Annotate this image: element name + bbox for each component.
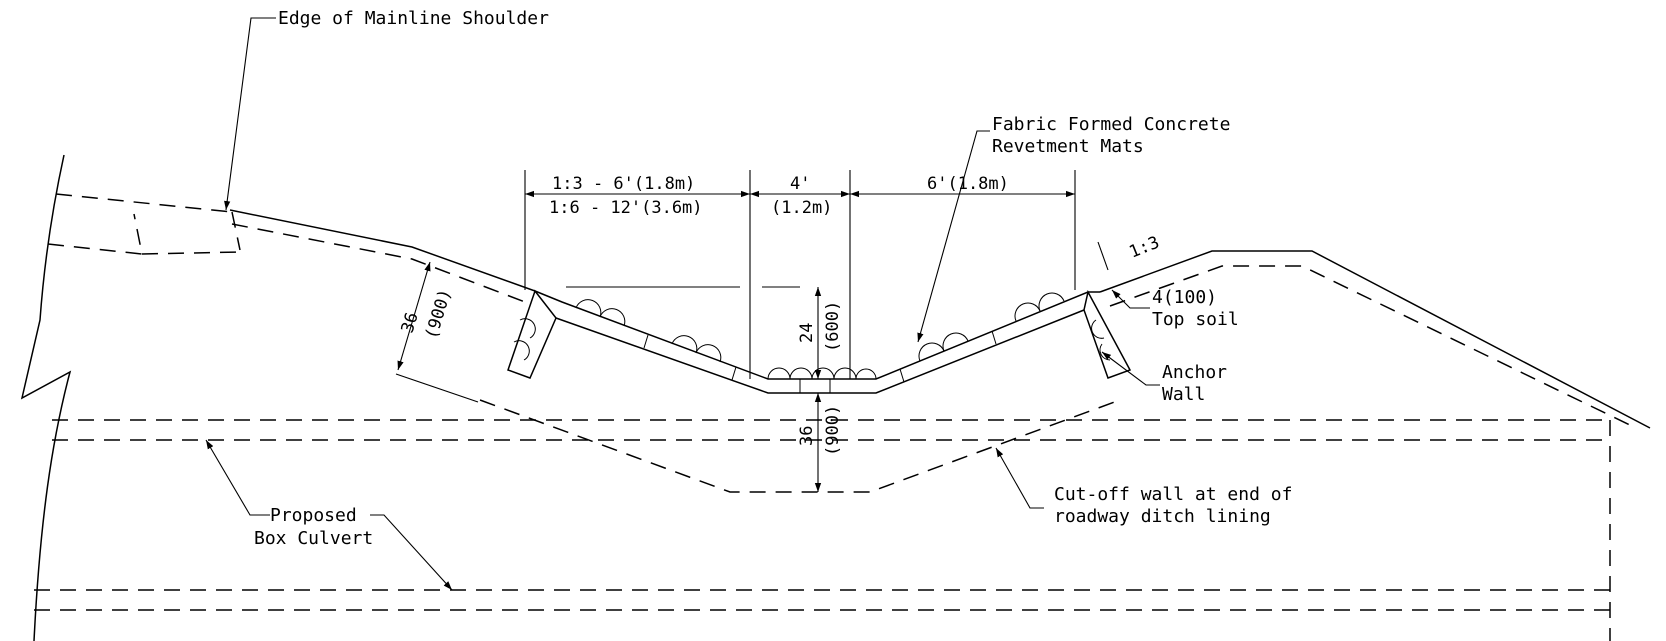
label-box-culvert-1: Proposed: [270, 505, 357, 526]
subgrade-dashed-right: [1109, 265, 1637, 429]
revetment-mat-cells: [513, 292, 1111, 393]
leader-box-culvert-right: [370, 514, 453, 591]
leader-fabric-mats: [917, 130, 990, 343]
subgrade-dashed-left: [231, 223, 526, 303]
leader-cutoff-wall: [995, 447, 1044, 509]
label-topsoil-2: Top soil: [1152, 309, 1239, 330]
leader-box-culvert-left: [205, 439, 270, 516]
dim-text-right-slope-ratio: 1:3: [1126, 233, 1162, 263]
label-cutoff-1: Cut-off wall at end of: [1054, 484, 1292, 505]
label-anchor-1: Anchor: [1162, 362, 1227, 383]
leader-topsoil: [1111, 289, 1150, 309]
left-anchor-wall: [507, 289, 557, 379]
label-box-culvert-2: Box Culvert: [254, 528, 373, 549]
dim-text-cut-depth-a: 36: [797, 426, 817, 446]
dim-text-bottom-width-b: (1.2m): [771, 198, 832, 218]
dim-text-depth-24-b: (600): [823, 301, 843, 352]
slope-ratio-tick: [1097, 241, 1109, 271]
label-fabric-mats-2: Revetment Mats: [992, 136, 1144, 157]
leader-mainline-shoulder: [224, 17, 276, 211]
dim-text-left-slope-a: 1:3 - 6'(1.8m): [552, 174, 695, 194]
right-anchor-wall: [1083, 289, 1132, 379]
dimension-extension-lines: [524, 170, 1076, 379]
ground-surface-line: [229, 209, 536, 292]
label-mainline-shoulder: Edge of Mainline Shoulder: [278, 8, 549, 29]
ditch-lining-bottom: [555, 309, 1085, 394]
label-cutoff-2: roadway ditch lining: [1054, 506, 1271, 527]
dim-text-right-slope: 6'(1.8m): [927, 174, 1009, 194]
label-fabric-mats-1: Fabric Formed Concrete: [992, 114, 1230, 135]
label-topsoil-1: 4(100): [1152, 287, 1217, 308]
dim-text-left-slope-b: 1:6 - 12'(3.6m): [549, 198, 703, 218]
shoulder-subgrade-dashed: [47, 193, 241, 255]
dim-text-left-depth-b: (900): [422, 287, 456, 342]
dim-line-depth-36-left: [397, 261, 431, 371]
ground-surface-line-right: [1099, 250, 1651, 429]
dim-text-left-depth-a: 36: [398, 310, 423, 335]
leader-anchor-wall: [1101, 351, 1160, 386]
ditch-lining-top: [534, 290, 1100, 380]
dim-text-bottom-width-a: 4': [790, 174, 810, 194]
cutoff-wall-dashed: [479, 399, 1121, 493]
dim-text-depth-24-a: 24: [797, 323, 817, 343]
dim-ext-left-lower: [395, 373, 479, 403]
dim-text-cut-depth-b: (900): [823, 405, 843, 456]
label-anchor-2: Wall: [1162, 384, 1205, 405]
left-break-line: [20, 154, 72, 641]
